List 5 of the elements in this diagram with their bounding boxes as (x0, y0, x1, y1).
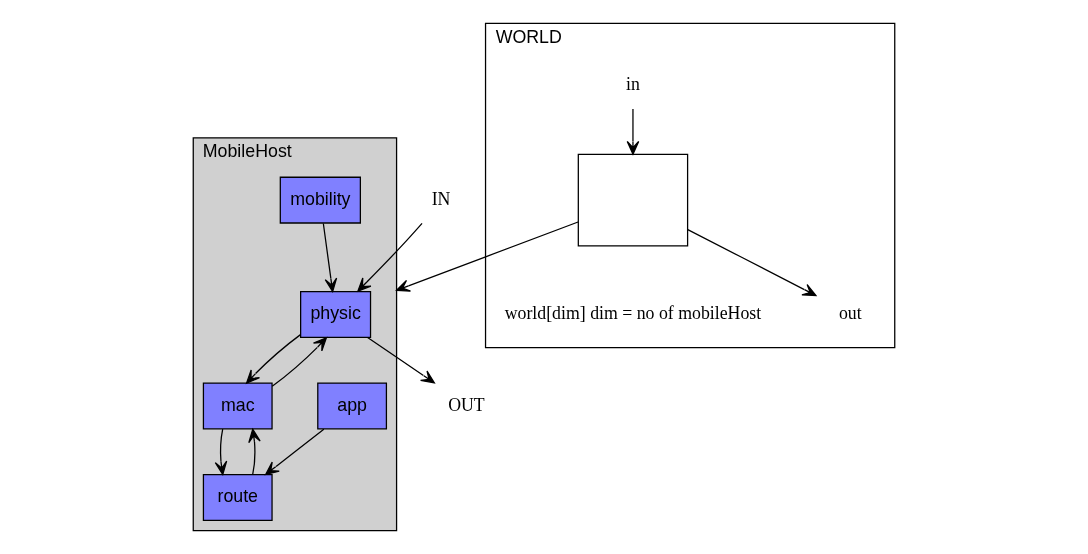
node-text: IN (431, 188, 451, 209)
node-text: in (626, 74, 640, 95)
node-label: world[dim] dim = no of mobileHost (504, 303, 762, 324)
node-text: OUT (448, 394, 485, 415)
node-text: out (838, 303, 862, 324)
